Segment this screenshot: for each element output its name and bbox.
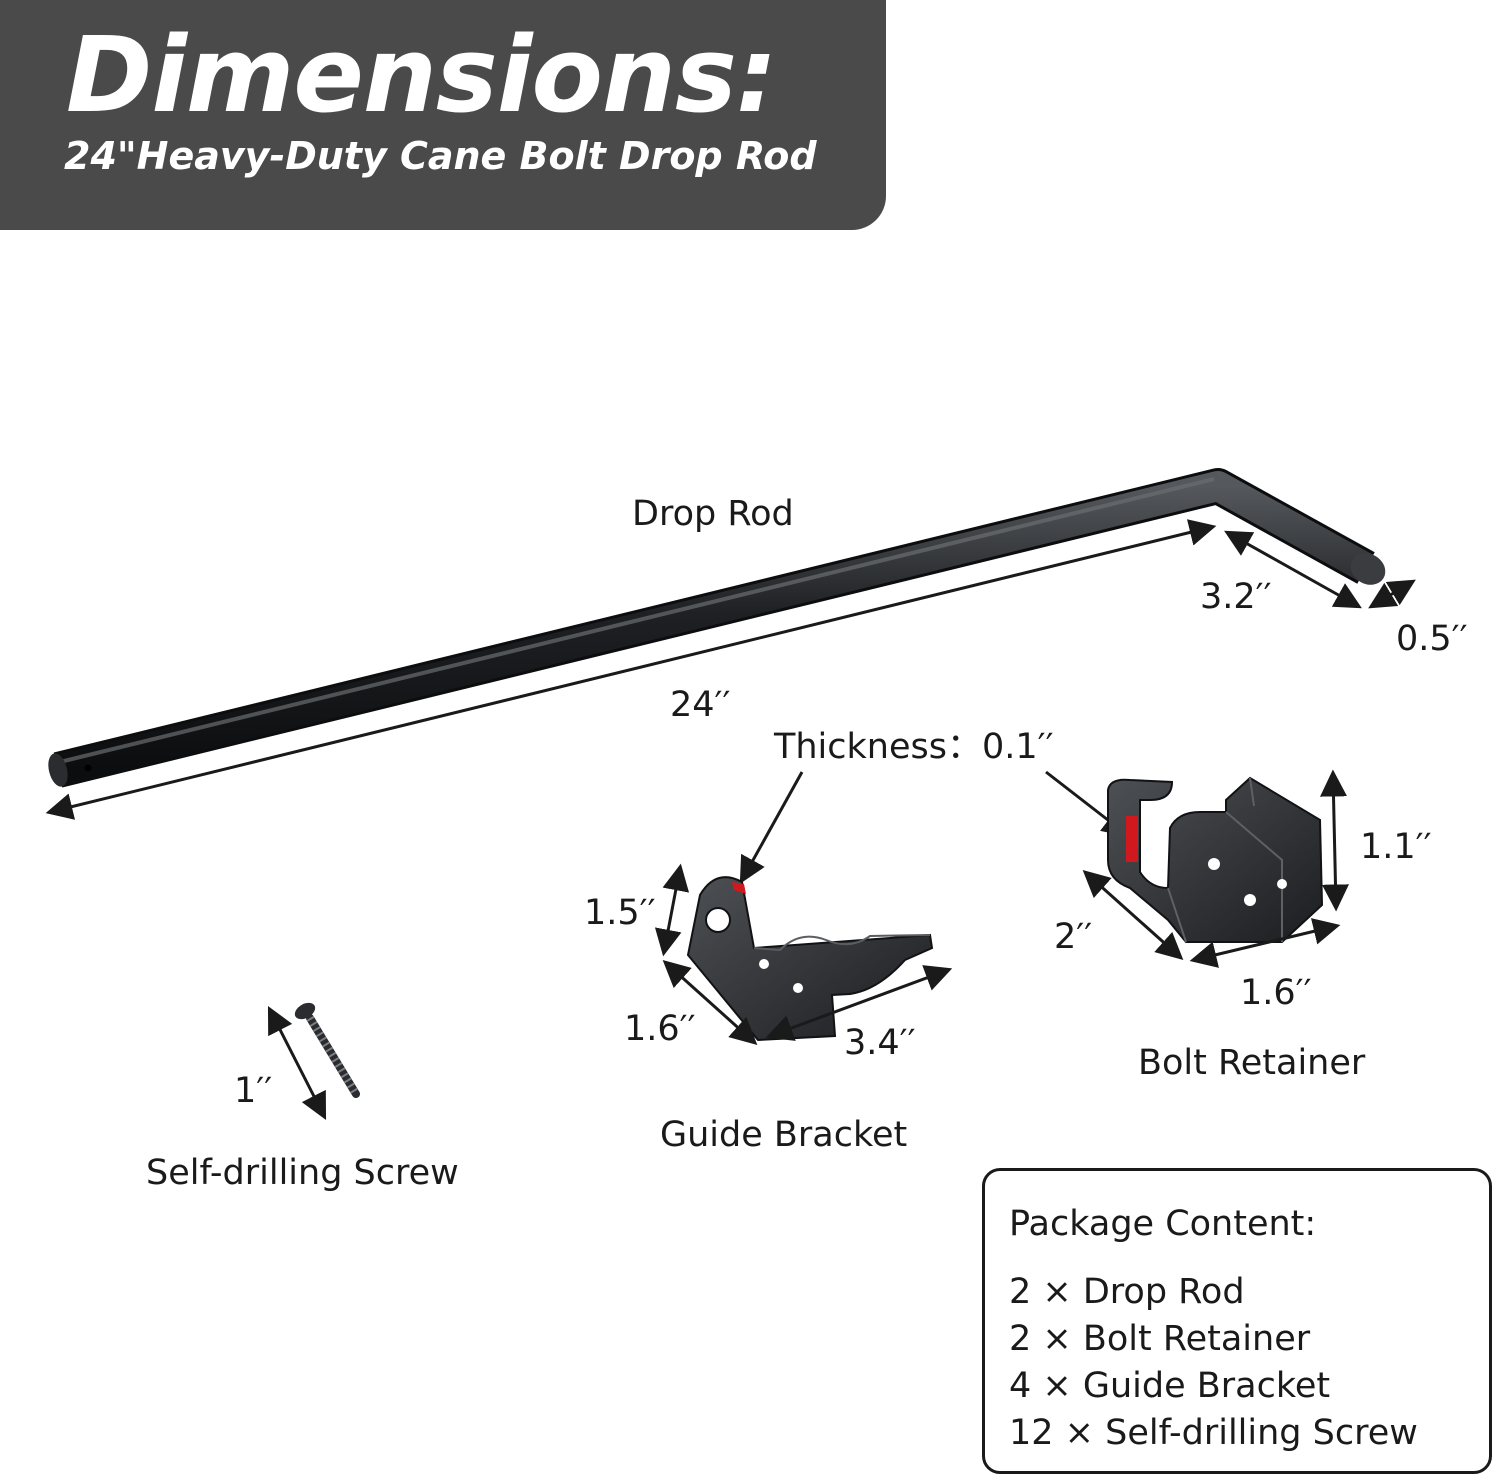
rod-length-dimension bbox=[45, 519, 1217, 820]
page-title: Dimensions: bbox=[66, 14, 777, 136]
bolt-retainer-icon bbox=[1107, 776, 1324, 943]
bolt-retainer-label: Bolt Retainer bbox=[1138, 1043, 1366, 1083]
rod-diameter-label: 0.5′′ bbox=[1396, 619, 1468, 659]
guide-depth-label: 1.6′′ bbox=[624, 1009, 696, 1049]
guide-depth-dimension bbox=[662, 959, 758, 1046]
list-item: 2 × Drop Rod bbox=[1009, 1272, 1245, 1312]
package-list: 2 × Drop Rod 2 × Bolt Retainer 4 × Guide… bbox=[1009, 1269, 1418, 1457]
screw-icon bbox=[294, 1002, 360, 1098]
guide-bracket-label: Guide Bracket bbox=[660, 1115, 908, 1155]
retainer-width-dimension bbox=[1189, 918, 1341, 968]
thickness-label: Thickness：0.1′′ bbox=[774, 727, 1054, 767]
screw-label: Self-drilling Screw bbox=[146, 1153, 459, 1193]
list-item: 12 × Self-drilling Screw bbox=[1009, 1413, 1418, 1453]
guide-height-dimension bbox=[654, 863, 690, 957]
page-subtitle: 24"Heavy-Duty Cane Bolt Drop Rod bbox=[64, 134, 817, 178]
screw-length-label: 1′′ bbox=[234, 1071, 273, 1111]
screw-length-dimension bbox=[267, 1005, 327, 1121]
retainer-height-dimension bbox=[1320, 769, 1349, 912]
retainer-height-label: 1.1′′ bbox=[1360, 827, 1432, 867]
rod-bend-dimension bbox=[1224, 530, 1362, 609]
package-content-box: Package Content: 2 × Drop Rod 2 × Bolt R… bbox=[982, 1168, 1492, 1474]
guide-thickness-marker bbox=[732, 882, 746, 894]
guide-height-label: 1.5′′ bbox=[584, 893, 656, 933]
rod-diameter-dimension bbox=[1368, 579, 1416, 609]
guide-length-label: 3.4′′ bbox=[844, 1023, 916, 1063]
retainer-depth-label: 2′′ bbox=[1054, 917, 1093, 957]
package-title: Package Content: bbox=[1009, 1204, 1317, 1244]
list-item: 2 × Bolt Retainer bbox=[1009, 1319, 1311, 1359]
header-banner: Dimensions: 24"Heavy-Duty Cane Bolt Drop… bbox=[0, 0, 886, 230]
drop-rod-label: Drop Rod bbox=[632, 494, 794, 534]
rod-length-label: 24′′ bbox=[670, 685, 731, 725]
list-item: 4 × Guide Bracket bbox=[1009, 1366, 1331, 1406]
thickness-leader-guide bbox=[739, 771, 804, 884]
rod-bend-length-label: 3.2′′ bbox=[1200, 577, 1272, 617]
guide-length-dimension bbox=[765, 965, 953, 1041]
retainer-width-label: 1.6′′ bbox=[1240, 973, 1312, 1013]
retainer-depth-dimension bbox=[1082, 870, 1184, 960]
retainer-thickness-marker bbox=[1126, 816, 1138, 862]
